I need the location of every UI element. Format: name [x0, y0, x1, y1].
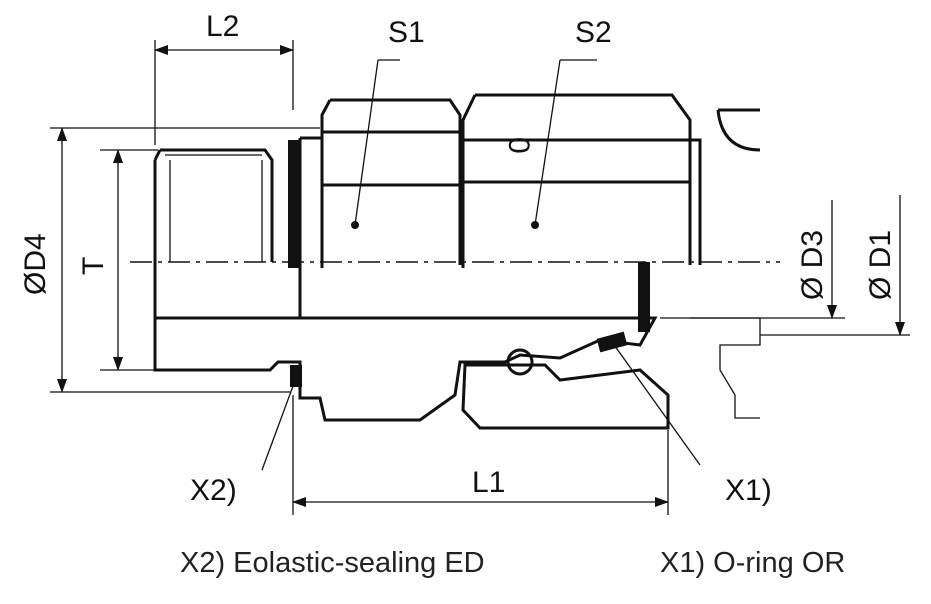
label-l2: L2: [206, 10, 239, 43]
label-x2: X2): [190, 474, 237, 507]
label-s1: S1: [388, 16, 425, 49]
sealing-flange: [288, 136, 322, 387]
threaded-stud: [153, 148, 274, 370]
label-d3: Ø D3: [796, 230, 829, 300]
label-s2: S2: [575, 16, 612, 49]
nut-mark: 0: [502, 137, 535, 154]
hex-s1: [320, 98, 462, 268]
dimensions: [50, 40, 910, 515]
caption-x2: X2) Eolastic-sealing ED: [180, 547, 485, 579]
label-l1: L1: [472, 466, 505, 499]
o-ring: [506, 348, 534, 376]
label-d1: Ø D1: [864, 230, 897, 300]
section-hatch: [153, 316, 761, 430]
label-x1: X1): [725, 474, 772, 507]
label-t: T: [77, 257, 110, 275]
caption-x1: X1) O-ring OR: [660, 547, 845, 579]
nut-s2: 0: [461, 93, 692, 268]
label-d4: ØD4: [19, 233, 52, 295]
tube: [506, 108, 761, 376]
